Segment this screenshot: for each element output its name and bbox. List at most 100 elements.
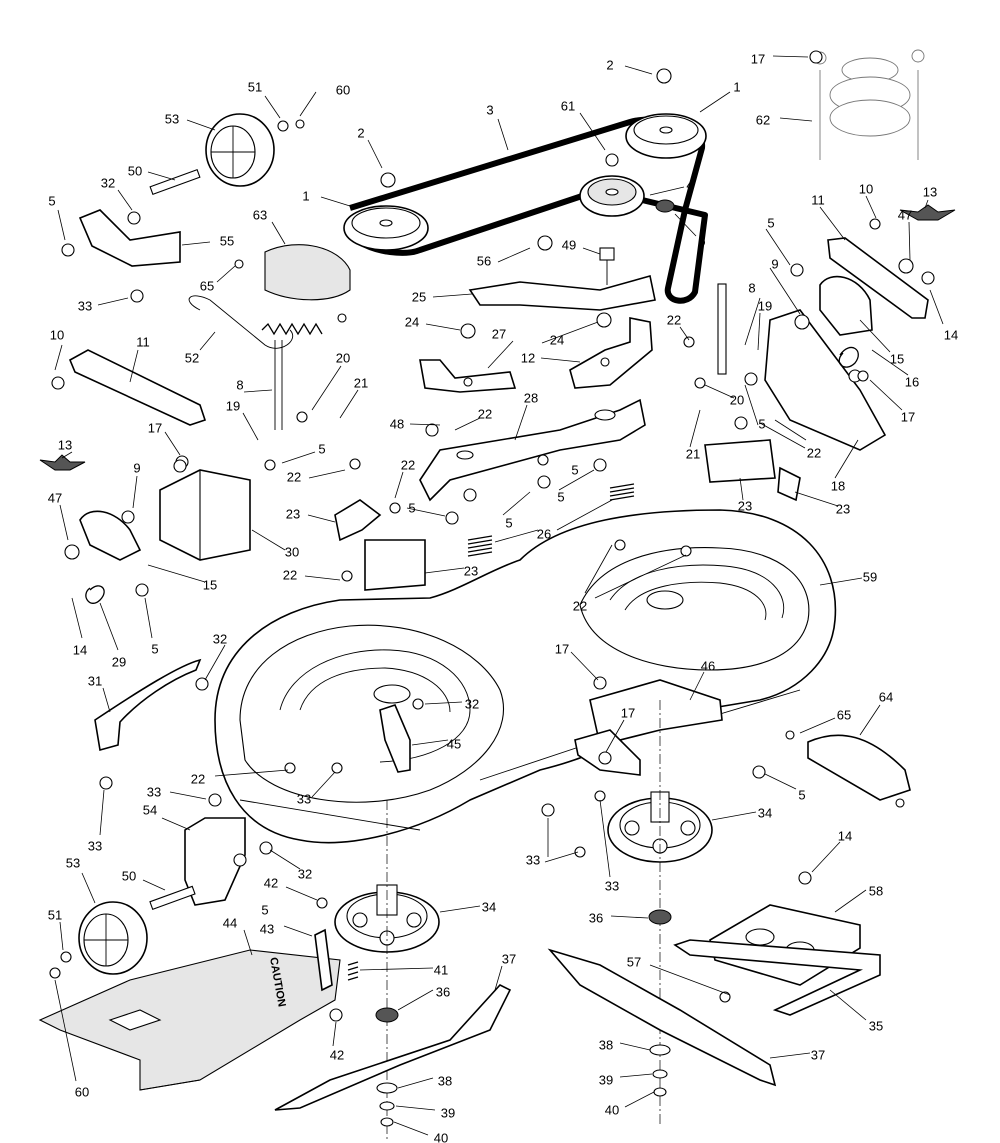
callout-40: 40 (605, 1102, 619, 1117)
callout-57: 57 (627, 954, 641, 969)
callout-25: 25 (412, 289, 426, 304)
misc-fasteners (135, 50, 869, 1022)
bearing-36-left (375, 1007, 399, 1023)
left-blade-37 (274, 984, 512, 1127)
callout-36: 36 (589, 910, 603, 925)
callout-1: 1 (302, 188, 309, 203)
bracket-12 (569, 317, 653, 389)
left-spindle-34 (334, 800, 440, 1140)
callout-50: 50 (128, 163, 142, 178)
drive-belt-assembly (343, 113, 708, 304)
callout-58: 58 (869, 883, 883, 898)
callout-18: 18 (831, 478, 845, 493)
callout-43: 43 (260, 921, 274, 936)
callout-4: 4 (686, 177, 693, 192)
pulley-inset-62 (813, 49, 925, 160)
discharge-chute-44: CAUTION (38, 928, 359, 1091)
left-lift-arm-11 (51, 349, 207, 426)
callout-21: 21 (354, 375, 368, 390)
callout-17: 17 (148, 420, 162, 435)
callout-28: 28 (524, 390, 538, 405)
belt-cover-64 (785, 730, 911, 808)
callout-15: 15 (890, 351, 904, 366)
callout-53: 53 (66, 855, 80, 870)
callout-47: 47 (898, 207, 912, 222)
idler-bushing-6 (655, 199, 675, 213)
springs-26 (467, 483, 635, 557)
hinge-43 (314, 928, 333, 992)
callout-37: 37 (502, 951, 516, 966)
leader-lines (54, 55, 944, 1136)
callout-33: 33 (297, 791, 311, 806)
callout-65: 65 (837, 707, 851, 722)
callout-23: 23 (738, 498, 752, 513)
callout-33: 33 (78, 298, 92, 313)
callout-45: 45 (447, 736, 461, 751)
callout-19: 19 (758, 298, 772, 313)
callout-14: 14 (73, 642, 87, 657)
spring-29 (85, 585, 105, 604)
bracket-27 (419, 359, 517, 393)
callout-16: 16 (905, 374, 919, 389)
callout-55: 55 (220, 233, 234, 248)
callout-33: 33 (88, 838, 102, 853)
right-lift-arm-11 (764, 204, 956, 451)
callout-32: 32 (213, 631, 227, 646)
callout-29: 29 (112, 654, 126, 669)
callout-22: 22 (191, 771, 205, 786)
callout-14: 14 (944, 327, 958, 342)
callout-8: 8 (748, 280, 755, 295)
idler-arm-25 (468, 247, 656, 311)
callout-17: 17 (751, 51, 765, 66)
callout-54: 54 (143, 802, 157, 817)
callout-26: 26 (537, 526, 551, 541)
callout-24: 24 (405, 314, 419, 329)
callout-27: 27 (492, 326, 506, 341)
callout-39: 39 (441, 1105, 455, 1120)
callout-38: 38 (438, 1073, 452, 1088)
callout-5: 5 (798, 787, 805, 802)
callout-38: 38 (599, 1037, 613, 1052)
callout-5: 5 (151, 641, 158, 656)
callout-22: 22 (287, 469, 301, 484)
callout-2: 2 (606, 57, 613, 72)
callout-22: 22 (401, 457, 415, 472)
bracket-35 (673, 939, 881, 1016)
callout-22: 22 (667, 312, 681, 327)
callout-19: 19 (226, 398, 240, 413)
callout-1: 1 (733, 79, 740, 94)
callout-22: 22 (573, 598, 587, 613)
callout-48: 48 (390, 416, 404, 431)
callout-24: 24 (550, 332, 564, 347)
front-wheel-assembly (49, 793, 273, 979)
callout-36: 36 (436, 984, 450, 999)
callout-21: 21 (686, 446, 700, 461)
left-gauge-wheel-bracket-15 (39, 454, 142, 604)
right-blade-37 (547, 909, 777, 1097)
callout-9: 9 (133, 460, 140, 475)
cable-52 (188, 295, 323, 349)
callout-33: 33 (605, 878, 619, 893)
callout-5: 5 (261, 902, 268, 917)
callout-17: 17 (555, 641, 569, 656)
hex-bolts-center (380, 68, 672, 525)
rear-wheel-assembly (61, 113, 305, 303)
callout-9: 9 (771, 256, 778, 271)
callout-labels: 1122345555555555568899101011111213131414… (48, 51, 958, 1143)
callout-47: 47 (48, 490, 62, 505)
callout-65: 65 (200, 278, 214, 293)
callout-5: 5 (557, 489, 564, 504)
callout-20: 20 (730, 392, 744, 407)
callout-10: 10 (859, 181, 873, 196)
callout-44: 44 (223, 915, 237, 930)
callout-30: 30 (285, 544, 299, 559)
callout-11: 11 (136, 334, 150, 349)
callout-5: 5 (408, 500, 415, 515)
callout-32: 32 (298, 866, 312, 881)
bracket-54 (184, 817, 246, 906)
callout-42: 42 (330, 1047, 344, 1062)
bracket-31 (94, 658, 209, 790)
callout-15: 15 (203, 577, 217, 592)
belt-guard-63 (234, 244, 351, 323)
